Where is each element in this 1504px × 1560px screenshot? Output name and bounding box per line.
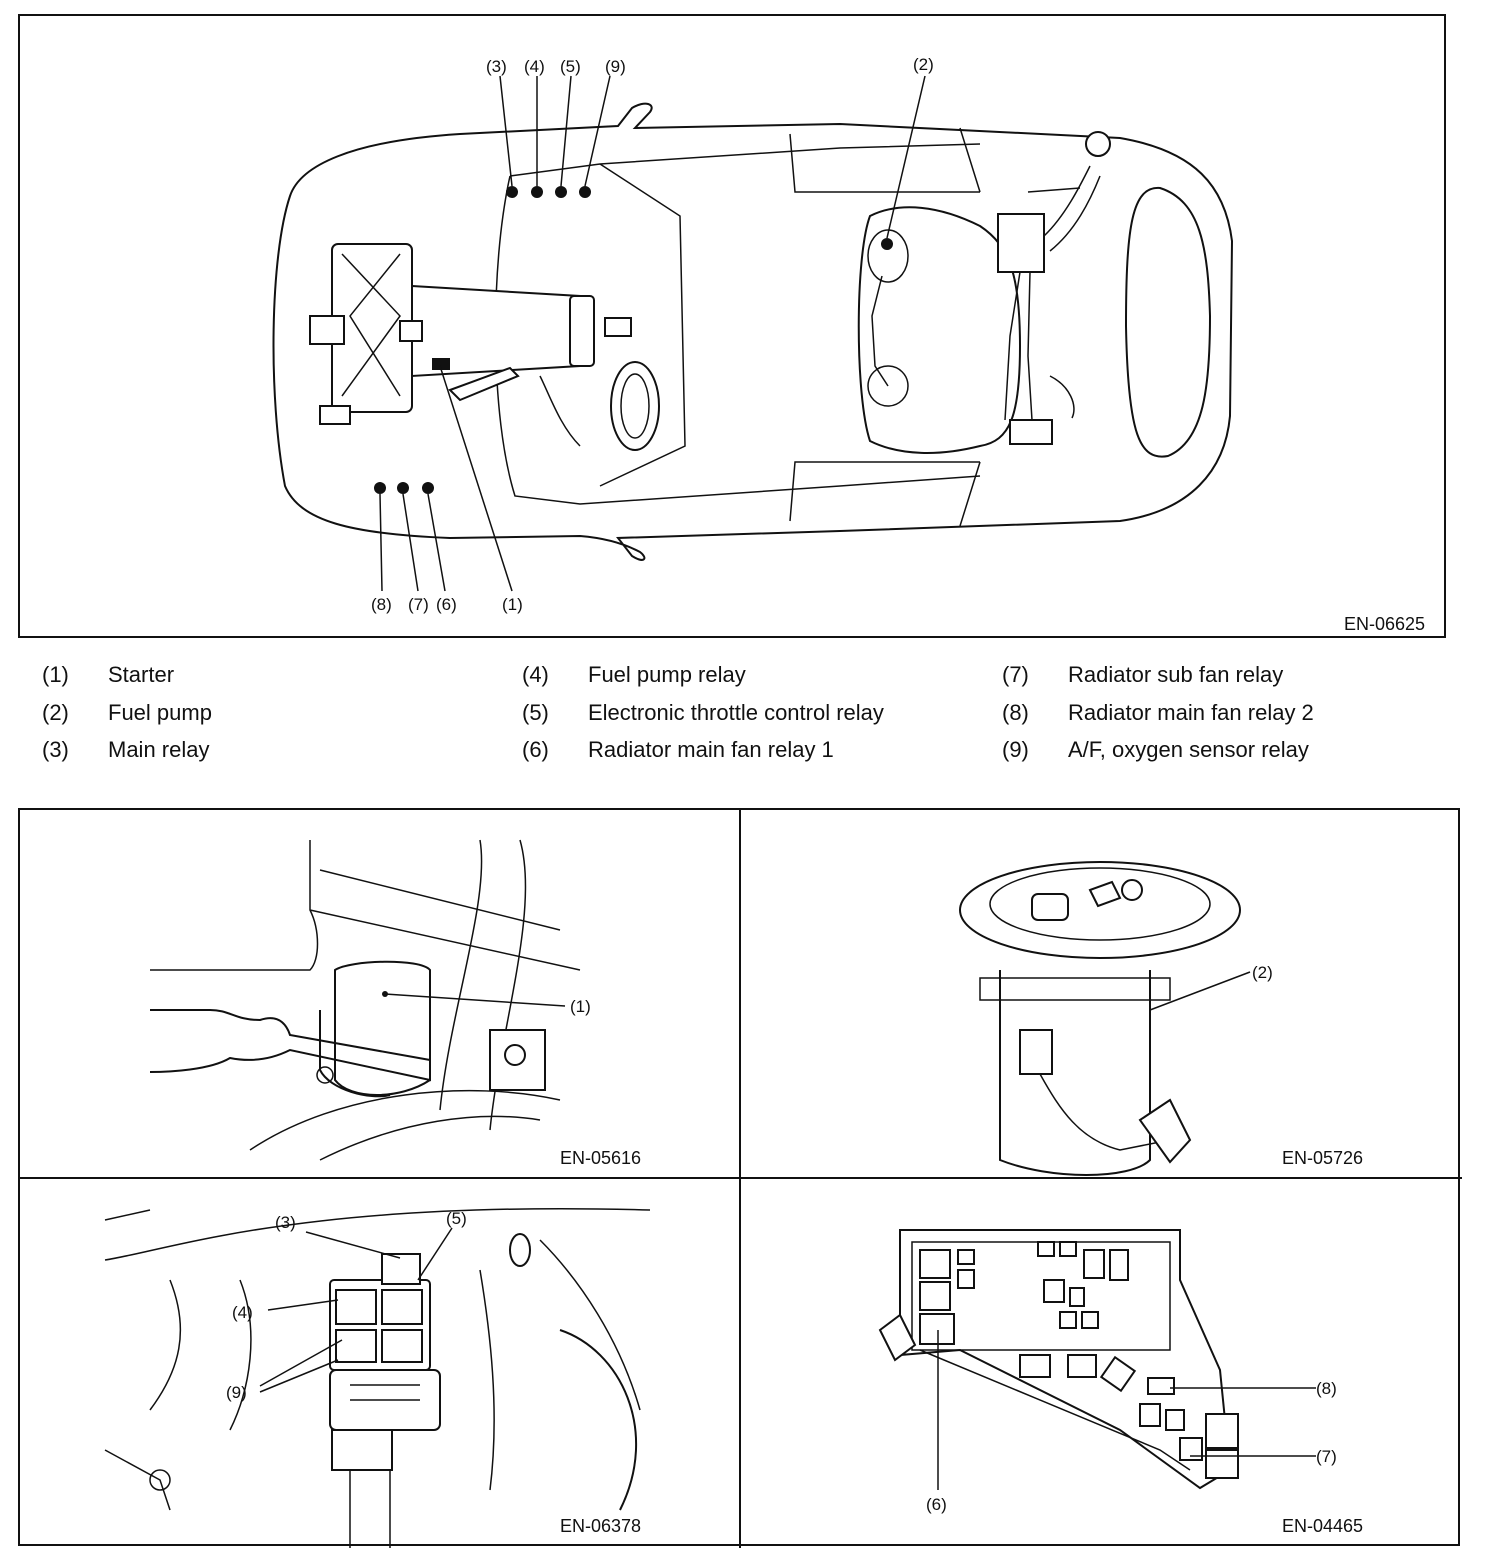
relay-figure-code: EN-06378: [560, 1516, 641, 1536]
legend-num: (7): [1002, 662, 1029, 687]
fuse-box-panel: (8) (7) (6) EN-04465: [878, 1229, 1363, 1536]
relay-panel: (3) (5) (4) (9) EN-06378: [104, 1207, 651, 1548]
legend-num: (2): [42, 700, 69, 725]
legend-num: (8): [1002, 700, 1029, 725]
overview-label-4: (4): [524, 57, 545, 76]
starter-label-1: (1): [570, 997, 591, 1016]
relay-dot-7: [397, 482, 409, 494]
fuel-tank: [857, 131, 1111, 454]
overview-figure-code: EN-06625: [1344, 614, 1425, 634]
legend-text: Radiator main fan relay 2: [1068, 700, 1314, 725]
legend-text: A/F, oxygen sensor relay: [1068, 737, 1309, 762]
legend-text: Electronic throttle control relay: [588, 700, 884, 725]
starter-figure-code: EN-05616: [560, 1148, 641, 1168]
legend-num: (5): [522, 700, 549, 725]
legend-num: (1): [42, 662, 69, 687]
relay-dot-8: [374, 482, 386, 494]
fuse-box-label-7: (7): [1316, 1447, 1337, 1466]
overview-label-2: (2): [913, 55, 934, 74]
car-body-outline: [272, 102, 1234, 561]
overview-label-9: (9): [605, 57, 626, 76]
rear-window-outline: [1124, 186, 1212, 458]
fuel-pump-label-2: (2): [1252, 963, 1273, 982]
overview-label-3: (3): [486, 57, 507, 76]
spare-tire-well: [610, 361, 660, 451]
vehicle-overview-diagram: (3) (4) (5) (9) (2) (8) (7) (6) (1) EN-0…: [272, 55, 1425, 634]
legend-text: Radiator main fan relay 1: [588, 737, 834, 762]
overview-label-6: (6): [436, 595, 457, 614]
relay-label-5: (5): [446, 1209, 467, 1228]
overview-label-8: (8): [371, 595, 392, 614]
fuse-box-label-8: (8): [1316, 1379, 1337, 1398]
relay-label-9: (9): [226, 1383, 247, 1402]
relay-dot-6: [422, 482, 434, 494]
relay-dot-9: [579, 186, 591, 198]
overview-frame: (3) (4) (5) (9) (2) (8) (7) (6) (1) EN-0…: [18, 14, 1446, 638]
legend: (1) Starter (2) Fuel pump (3) Main relay…: [42, 660, 1482, 780]
fuel-pump-figure-code: EN-05726: [1282, 1148, 1363, 1168]
legend-text: Fuel pump: [108, 700, 212, 725]
engine-transmission: [309, 243, 632, 447]
fuel-pump-panel: (2) EN-05726: [959, 861, 1363, 1176]
relay-dot-4: [531, 186, 543, 198]
legend-text: Starter: [108, 662, 175, 687]
relay-dot-3: [506, 186, 518, 198]
legend-num: (9): [1002, 737, 1029, 762]
fuse-box-label-6: (6): [926, 1495, 947, 1514]
overview-label-7: (7): [408, 595, 429, 614]
fuel-pump-dot: [881, 238, 893, 250]
overview-label-5: (5): [560, 57, 581, 76]
relay-label-4: (4): [232, 1303, 253, 1322]
overview-label-1: (1): [502, 595, 523, 614]
legend-text: Radiator sub fan relay: [1068, 662, 1284, 687]
starter-panel: (1) EN-05616: [149, 839, 641, 1168]
legend-num: (3): [42, 737, 69, 762]
fuse-box-figure-code: EN-04465: [1282, 1516, 1363, 1536]
legend-num: (6): [522, 737, 549, 762]
relay-label-3: (3): [275, 1213, 296, 1232]
legend-num: (4): [522, 662, 549, 687]
detail-grid-lines: (1) EN-05616 (2) EN-05726: [20, 810, 1462, 1548]
relay-dot-5: [555, 186, 567, 198]
legend-text: Fuel pump relay: [588, 662, 746, 687]
detail-grid-frame: (1) EN-05616 (2) EN-05726: [18, 808, 1462, 1548]
legend-text: Main relay: [108, 737, 210, 762]
